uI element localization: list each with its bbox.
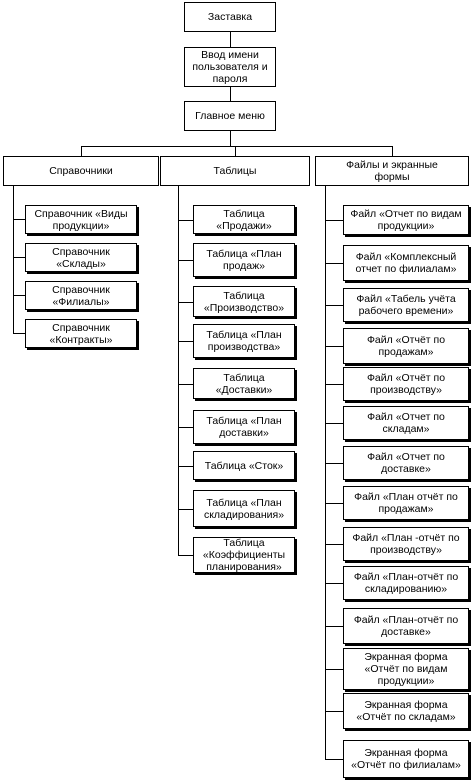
node-splash-screen: Заставка bbox=[184, 2, 276, 32]
node-group-references: Справочники bbox=[3, 156, 159, 186]
node-login: Ввод имени пользователя и пароля bbox=[184, 47, 276, 87]
node-ref-branches: Справочник «Филиалы» bbox=[25, 281, 137, 310]
node-main-menu: Главное меню bbox=[184, 101, 276, 131]
node-table-production: Таблица «Производство» bbox=[193, 286, 295, 317]
node-group-tables: Таблицы bbox=[160, 156, 310, 186]
node-file-delivery-report: Файл «Отчет по доставке» bbox=[343, 446, 469, 480]
node-file-product-report: Файл «Отчет по видам продукции» bbox=[343, 205, 469, 235]
node-file-warehouse-report: Файл «Отчет по складам» bbox=[343, 406, 469, 440]
node-file-sales-report: Файл «Отчёт по продажам» bbox=[343, 328, 469, 364]
node-file-sales-plan-report: Файл «План отчёт по продажам» bbox=[343, 486, 469, 520]
node-file-production-report: Файл «Отчёт по производству» bbox=[343, 367, 469, 401]
node-file-production-plan-report: Файл «План -отчёт по производству» bbox=[343, 527, 469, 561]
node-table-storage-plan: Таблица «План складирования» bbox=[193, 490, 295, 527]
node-file-delivery-plan-report: Файл «План-отчёт по доставке» bbox=[343, 608, 469, 644]
node-group-files-forms: Файлы и экранные формы bbox=[315, 156, 469, 186]
node-table-deliveries: Таблица «Доставки» bbox=[193, 368, 295, 399]
node-form-branch-report: Экранная форма «Отчёт по филиалам» bbox=[343, 740, 469, 778]
node-table-sales-plan: Таблица «План продаж» bbox=[193, 243, 295, 277]
node-table-sales: Таблица «Продажи» bbox=[193, 205, 295, 234]
node-table-production-plan: Таблица «План производства» bbox=[193, 324, 295, 358]
node-ref-warehouses: Справочник «Склады» bbox=[25, 243, 137, 272]
node-ref-product-types: Справочник «Виды продукции» bbox=[25, 205, 137, 234]
node-file-storage-plan-report: Файл «План-отчёт по складированию» bbox=[343, 566, 469, 600]
node-table-delivery-plan: Таблица «План доставки» bbox=[193, 410, 295, 444]
node-file-timesheet: Файл «Табель учёта рабочего времени» bbox=[343, 288, 469, 322]
node-form-warehouse-report: Экранная форма «Отчёт по складам» bbox=[343, 693, 469, 729]
node-table-planning-coefficients: Таблица «Коэффициенты планирования» bbox=[193, 537, 295, 573]
node-form-product-report: Экранная форма «Отчёт по видам продукции… bbox=[343, 648, 469, 690]
node-table-stock: Таблица «Сток» bbox=[193, 451, 295, 480]
node-file-branch-complex-report: Файл «Комплексный отчет по филиалам» bbox=[343, 245, 469, 281]
node-ref-contracts: Справочник «Контракты» bbox=[25, 319, 137, 348]
